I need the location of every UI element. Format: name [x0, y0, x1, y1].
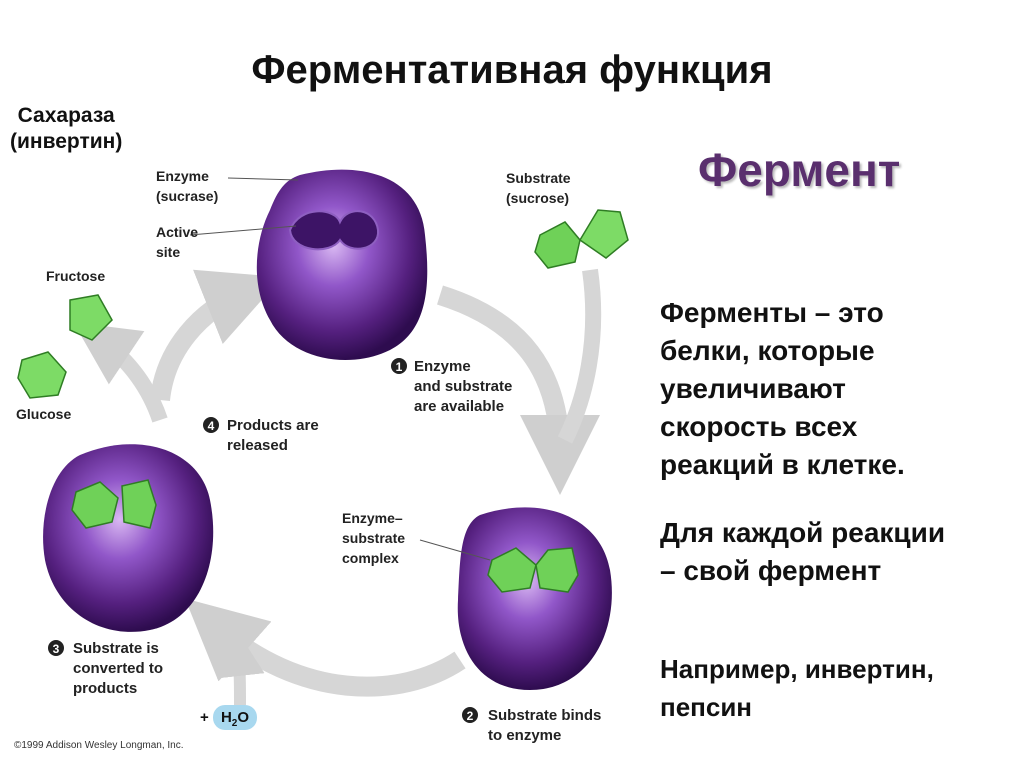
label-line: site [156, 244, 181, 260]
products-on-enzyme [71, 479, 157, 529]
paragraph-definition: Ферменты – это белки, которые увеличиваю… [660, 294, 905, 484]
step-number-3 [48, 640, 64, 656]
text-line: реакций в клетке. [660, 449, 905, 480]
step-digit-2: 2 [467, 709, 474, 723]
label-line: Substrate [506, 170, 571, 186]
water-bubble: H2O [212, 705, 258, 730]
cycle-arrow-top-right [436, 285, 600, 495]
step-line: Substrate binds [488, 707, 602, 724]
enzyme-right [457, 507, 612, 690]
substrate-in-complex [487, 547, 579, 593]
step-digit-1: 1 [396, 360, 403, 374]
label-line: Enzyme– [342, 510, 403, 526]
water-plus: + [200, 709, 209, 726]
step-line: to enzyme [488, 727, 562, 744]
subtitle-line-1: Сахараза [17, 104, 115, 127]
step-line: are available [414, 398, 505, 415]
subtitle: Сахараза (инвертин) [10, 103, 122, 155]
step-number-4 [203, 417, 219, 433]
paragraph-specificity: Для каждой реакции – свой фермент [660, 514, 945, 590]
text-line: Например, инвертин, [660, 654, 934, 684]
step-2-text: Substrate binds to enzyme [488, 706, 601, 746]
substrate-label: Substrate (sucrose) [506, 168, 571, 208]
cycle-arrow-water [216, 628, 265, 706]
complex-label: Enzyme– substrate complex [342, 508, 405, 568]
fructose-molecule [69, 294, 113, 341]
step-line: and substrate [414, 378, 513, 395]
enzyme-left [43, 444, 214, 632]
subtitle-line-2: (инвертин) [10, 130, 123, 153]
enzyme-label: Enzyme (sucrase) [156, 166, 218, 206]
step-line: products [73, 680, 138, 697]
glucose-label: Glucose [16, 406, 72, 422]
cycle-arrow-bottom [184, 598, 466, 697]
text-line: Для каждой реакции [660, 517, 946, 548]
text-line: пепсин [660, 692, 753, 722]
cycle-arrow-left [150, 269, 283, 402]
label-line: Active [156, 224, 199, 240]
step-4-text: Products are released [227, 416, 319, 456]
label-line: Enzyme [156, 168, 209, 184]
glucose-molecule [17, 351, 67, 399]
label-line: (sucrose) [506, 190, 570, 206]
water-sub: 2 [231, 718, 238, 729]
step-line: converted to [73, 660, 164, 677]
paragraph-examples: Например, инвертин, пепсин [660, 650, 934, 726]
step-line: Products are [227, 417, 319, 434]
substrate-sucrose [534, 209, 629, 269]
enzyme-top [256, 169, 428, 360]
pointer-line [189, 225, 297, 236]
pointer-line [227, 177, 299, 181]
step-number-1 [391, 358, 407, 374]
fructose-label: Fructose [46, 268, 106, 284]
enzyme-heading: Фермент [698, 144, 901, 196]
label-line: substrate [342, 530, 406, 546]
page-title: Ферментативная функция [251, 48, 773, 92]
step-digit-4: 4 [208, 419, 215, 433]
pointer-line [419, 539, 491, 561]
text-line: увеличивают [660, 373, 846, 404]
water-label: + H2O [200, 705, 258, 730]
text-line: белки, которые [660, 335, 875, 366]
step-digit-3: 3 [53, 642, 60, 656]
water-o: O [237, 709, 250, 726]
label-line: complex [342, 550, 399, 566]
step-3-text: Substrate is converted to products [73, 639, 163, 699]
label-line: (sucrase) [156, 188, 219, 204]
step-line: Substrate is [73, 640, 159, 657]
active-site [288, 210, 380, 251]
text-line: скорость всех [660, 411, 858, 442]
step-line: released [227, 437, 288, 454]
text-line: Ферменты – это [660, 297, 884, 328]
copyright-text: ©1999 Addison Wesley Longman, Inc. [14, 740, 184, 751]
active-site-label: Active site [156, 222, 198, 262]
step-line: Enzyme [414, 358, 471, 375]
text-line: – свой фермент [660, 555, 882, 586]
cycle-arrow-substrate-in [557, 268, 602, 444]
water-h: H [220, 709, 232, 726]
step-number-2 [462, 707, 478, 723]
cycle-arrow-products-out [73, 322, 168, 423]
step-1-text: Enzyme and substrate are available [414, 357, 512, 417]
